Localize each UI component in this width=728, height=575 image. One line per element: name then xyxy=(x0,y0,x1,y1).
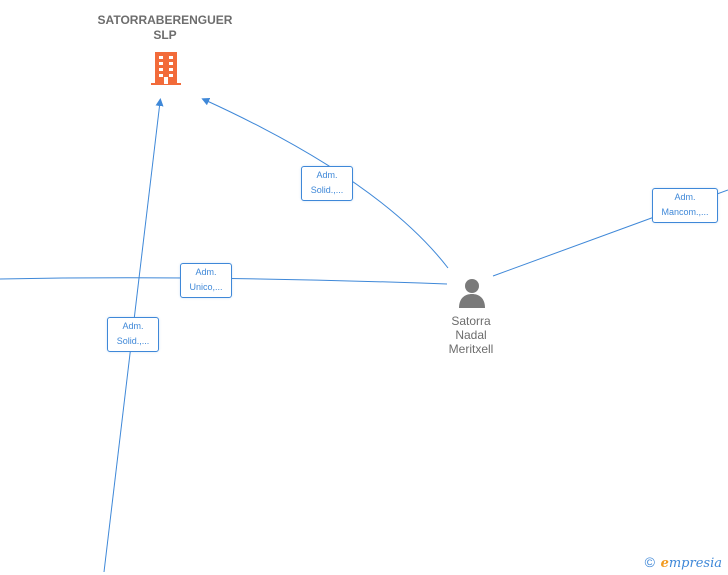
company-name-line2: SLP xyxy=(153,28,177,42)
edge-label-line2: Unico,... xyxy=(189,282,223,292)
person-name[interactable]: Satorra Nadal Meritxell xyxy=(430,314,512,356)
person-name-line1: Satorra xyxy=(451,314,491,328)
edge-label-mancom[interactable]: Adm. Mancom.,... xyxy=(652,188,718,223)
edge-line-solid-top xyxy=(201,98,449,269)
edge-label-line1: Adm. xyxy=(316,170,338,180)
edge-label-line1: Adm. xyxy=(195,267,217,277)
edge-label-unico[interactable]: Adm. Unico,... xyxy=(180,263,232,298)
edge-label-line1: Adm. xyxy=(122,321,144,331)
copyright-symbol: © xyxy=(644,554,655,570)
edge-label-solid-left[interactable]: Adm. Solid.,... xyxy=(107,317,159,352)
person-icon[interactable] xyxy=(456,277,488,309)
person-name-line3: Meritxell xyxy=(448,342,494,356)
company-name[interactable]: SATORRABERENGUER SLP xyxy=(90,13,240,43)
person-name-line2: Nadal xyxy=(455,328,487,342)
edge-label-solid-top[interactable]: Adm. Solid.,... xyxy=(301,166,353,201)
empresia-watermark[interactable]: © empresia xyxy=(645,554,722,571)
edge-label-line2: Solid.,... xyxy=(310,185,344,195)
brand-initial: e xyxy=(660,556,669,571)
brand-name: mpresia xyxy=(668,556,722,571)
edge-label-line1: Adm. xyxy=(674,192,696,202)
edge-label-line2: Solid.,... xyxy=(116,336,150,346)
building-icon[interactable] xyxy=(150,50,182,86)
company-name-line1: SATORRABERENGUER xyxy=(97,13,233,27)
edge-label-line2: Mancom.,... xyxy=(661,207,709,217)
